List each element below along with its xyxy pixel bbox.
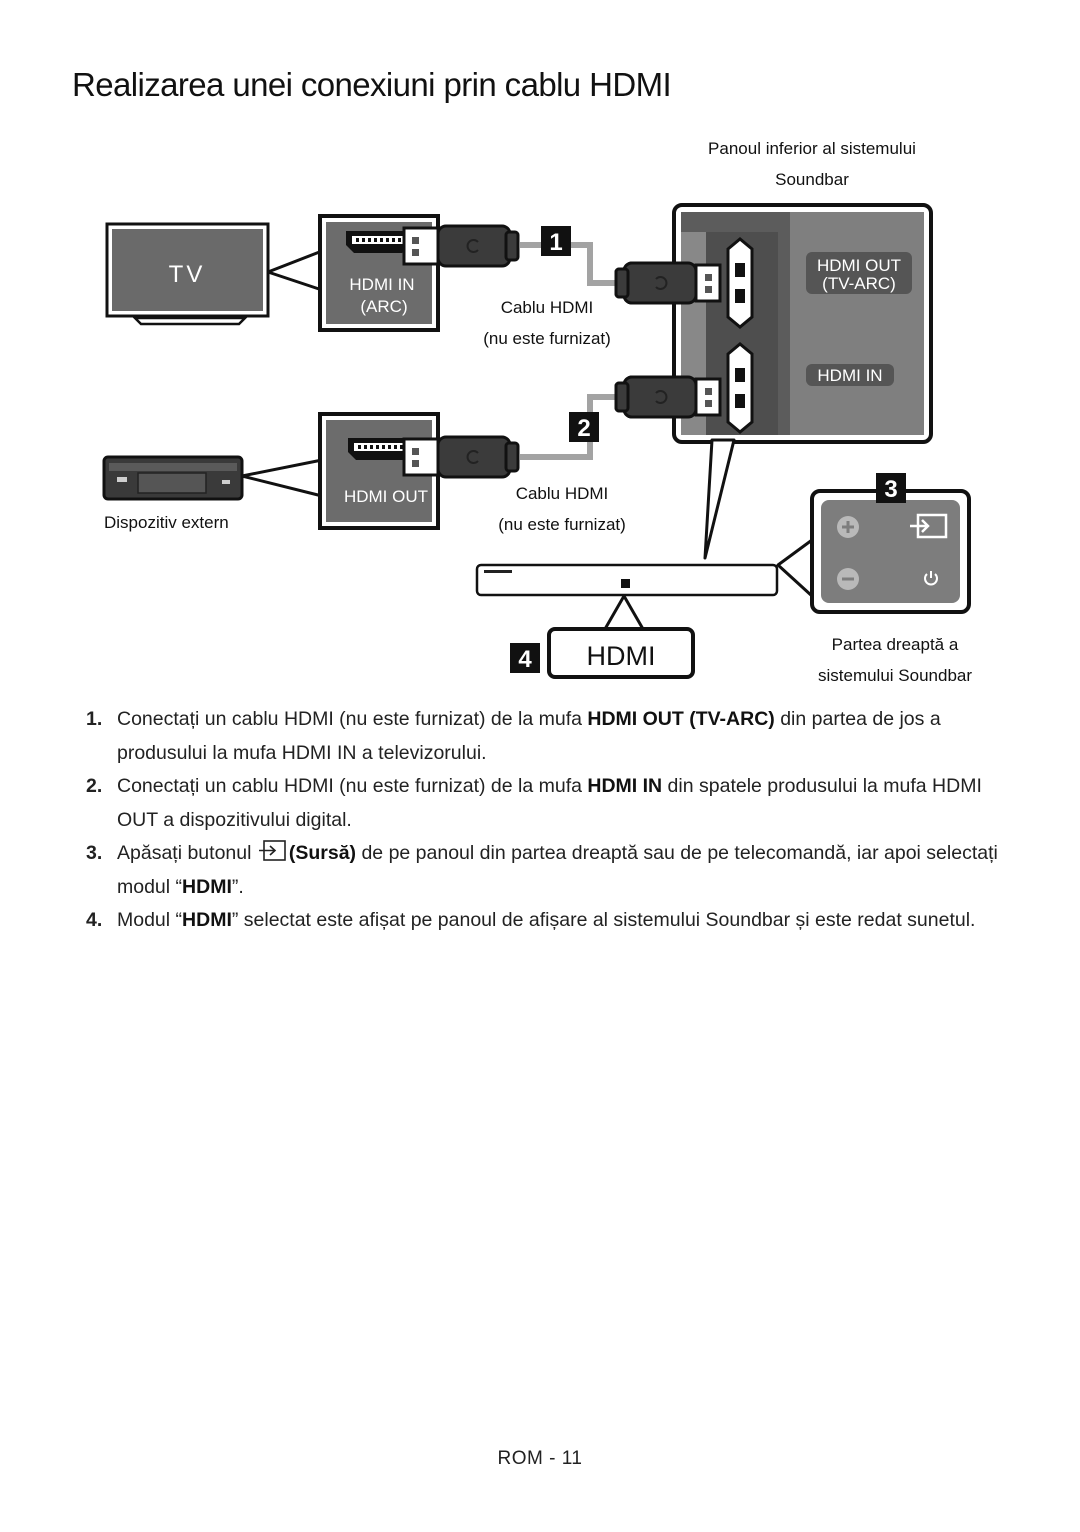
source-icon <box>258 840 286 861</box>
device-port-label: HDMI OUT <box>344 487 428 506</box>
device-label: Dispozitiv extern <box>104 513 229 532</box>
minus-icon <box>837 568 859 590</box>
display-text: HDMI <box>587 641 656 671</box>
step-3: 3.Apăsați butonul (Sursă) de pe panoul d… <box>86 837 1006 904</box>
right-side-label-line2: sistemului Soundbar <box>818 666 972 685</box>
plus-icon <box>837 516 859 538</box>
svg-text:4: 4 <box>518 646 532 673</box>
hdmi-connection-diagram: TV HDMI IN (ARC) HDMI OUT Dispozitiv ext… <box>102 139 972 685</box>
page-title: Realizarea unei conexiuni prin cablu HDM… <box>72 66 672 103</box>
tv-label: TV <box>169 261 206 288</box>
cable-2-label-line1: Cablu HDMI <box>516 484 609 503</box>
marker-3: 3 <box>876 473 906 503</box>
tv-port-line2: (ARC) <box>360 297 407 316</box>
panel-hdmi-in-label: HDMI IN <box>817 366 882 385</box>
svg-text:2: 2 <box>577 415 590 442</box>
step-1: 1.Conectați un cablu HDMI (nu este furni… <box>86 708 941 764</box>
marker-4: 4 <box>510 643 540 673</box>
svg-text:1: 1 <box>549 229 562 256</box>
soundbar-illustration <box>475 563 779 597</box>
cable-1-label-line1: Cablu HDMI <box>501 298 594 317</box>
page-number: ROM - 11 <box>497 1448 583 1469</box>
marker-2: 2 <box>569 412 599 442</box>
panel-hdmi-out-line2: (TV-ARC) <box>822 274 896 293</box>
tv-port-line1: HDMI IN <box>349 275 414 294</box>
panel-title-line1: Panoul inferior al sistemului <box>708 139 916 158</box>
cable-1-label-line2: (nu este furnizat) <box>483 329 611 348</box>
source-icon <box>910 513 948 539</box>
tv-illustration: TV <box>105 222 270 326</box>
panel-title-line2: Soundbar <box>775 170 849 189</box>
display-readout: HDMI <box>547 627 695 679</box>
power-icon <box>924 571 938 586</box>
cable-2-label-line2: (nu este furnizat) <box>498 515 626 534</box>
marker-1: 1 <box>541 226 571 256</box>
external-device-illustration <box>102 455 244 501</box>
panel-hdmi-out-line1: HDMI OUT <box>817 256 901 275</box>
svg-text:3: 3 <box>884 476 897 503</box>
instruction-steps: 1.Conectați un cablu HDMI (nu este furni… <box>86 703 1006 938</box>
step-4: 4.Modul “HDMI” selectat este afișat pe p… <box>86 909 976 931</box>
step-2: 2.Conectați un cablu HDMI (nu este furni… <box>86 775 982 831</box>
right-side-label-line1: Partea dreaptă a <box>832 635 959 654</box>
right-side-button-panel <box>810 489 971 614</box>
